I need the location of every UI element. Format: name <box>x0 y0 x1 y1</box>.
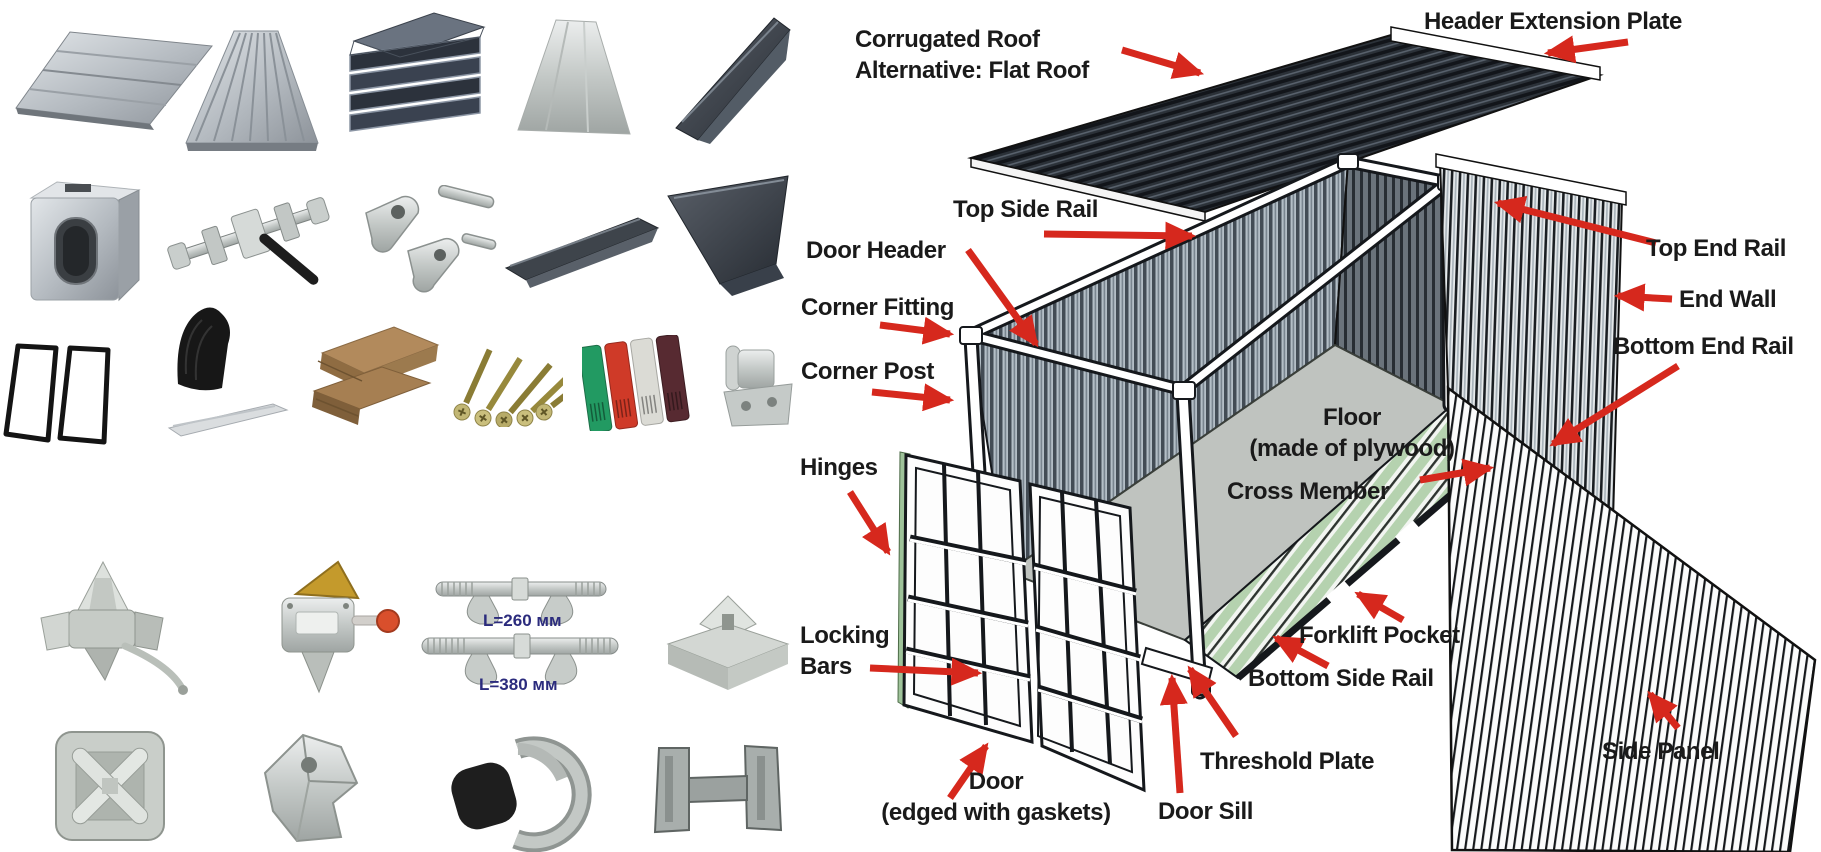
plywood-boards-photo <box>302 315 442 435</box>
arrow-end-wall <box>1613 283 1673 312</box>
corrugated-sheet-stack-photo <box>338 5 488 145</box>
top-end-rail-part <box>1435 153 1627 206</box>
label-end-wall: End Wall <box>1679 286 1777 313</box>
label-door: Door (edged with gaskets) <box>881 768 1111 827</box>
label-threshold-plate: Threshold Plate <box>1200 748 1375 775</box>
forklift-pockets-part <box>1326 520 1419 604</box>
hinge-parts-photo <box>350 185 500 300</box>
bridge-fittings-photo <box>418 570 623 695</box>
flat-sheet-photo <box>512 12 637 147</box>
arrow-bottom-end-rail <box>1549 363 1680 447</box>
arrow-bottom-side-rail <box>1272 634 1330 670</box>
label-corner-post: Corner Post <box>801 358 934 385</box>
corner-protection-casting-photo <box>245 725 375 850</box>
doors-part <box>897 451 1146 793</box>
arrow-hinges <box>847 490 891 556</box>
arrow-threshold-plate <box>1187 665 1239 738</box>
roof-panel <box>967 26 1604 222</box>
arrow-forklift-pocket <box>1354 590 1405 624</box>
corrugated-roof-panel-photo <box>182 25 322 155</box>
corner-casting-photo <box>15 170 145 305</box>
label-cross-member: Cross Member <box>1227 478 1389 505</box>
label-locking-bars: Locking Bars <box>800 622 890 681</box>
arrow-locking-bars <box>869 657 983 686</box>
label-hinges: Hinges <box>800 454 878 481</box>
twistlock-wire-handle-photo <box>25 550 195 700</box>
bridge-fitting-length-long-label: L=380 мм <box>479 675 558 694</box>
label-header-extension-plate: Header Extension Plate <box>1424 8 1682 35</box>
arrow-top-end-rail <box>1493 195 1657 247</box>
diagram-arrows <box>847 35 1681 800</box>
h-bridge-fitting-photo <box>645 740 790 840</box>
arrow-door <box>947 742 989 800</box>
arrow-top-side-rail <box>1043 221 1197 250</box>
self-tapping-screws-photo <box>448 332 563 427</box>
label-door-header: Door Header <box>806 237 946 264</box>
arrow-corrugated-roof <box>1121 46 1205 79</box>
door-gasket-seals-photo <box>2 338 152 450</box>
dovetail-twistlock-photo <box>660 580 795 700</box>
label-corrugated-roof: Corrugated Roof Alternative: Flat Roof <box>855 26 1089 85</box>
vent-plates-photo <box>582 335 694 431</box>
label-corner-fitting: Corner Fitting <box>801 294 955 321</box>
arrow-door-header <box>965 247 1039 348</box>
door-hinge-photo <box>718 340 798 430</box>
label-door-sill: Door Sill <box>1158 798 1254 825</box>
arrow-corner-post <box>871 383 955 412</box>
label-top-side-rail: Top Side Rail <box>953 196 1099 223</box>
diagram-art <box>847 26 1817 852</box>
flat-bar-photo <box>165 398 290 438</box>
label-forklift-pocket: Forklift Pocket <box>1299 622 1460 649</box>
arrow-door-sill <box>1159 673 1188 794</box>
z-profile-photo <box>662 170 797 298</box>
flat-roof-panel-photo <box>8 20 218 140</box>
arrow-header-extension-plate <box>1543 35 1629 64</box>
label-bottom-end-rail: Bottom End Rail <box>1613 333 1794 360</box>
channel-profile-photo <box>500 210 665 290</box>
label-floor: Floor (made of plywood) <box>1249 404 1455 463</box>
twistlock-red-handle-photo <box>240 552 400 702</box>
label-bottom-side-rail: Bottom Side Rail <box>1248 665 1434 692</box>
corner-rubber-profile-photo <box>168 300 246 395</box>
side-panel-part <box>1446 385 1817 852</box>
stacking-cone-plate-photo <box>50 718 170 848</box>
arrow-cross-member <box>1419 458 1495 487</box>
bridge-fitting-length-short-label: L=260 мм <box>483 611 562 630</box>
label-side-panel: Side Panel <box>1602 738 1720 765</box>
top-rail-angle-photo <box>668 10 798 150</box>
header-extension-plate-part <box>1390 26 1601 81</box>
arrow-side-panel <box>1647 690 1681 731</box>
d-ring-lashing-photo <box>440 735 610 852</box>
label-top-end-rail: Top End Rail <box>1646 235 1787 262</box>
locking-bar-assembly-photo <box>165 168 335 303</box>
arrow-corner-fitting <box>879 316 955 345</box>
